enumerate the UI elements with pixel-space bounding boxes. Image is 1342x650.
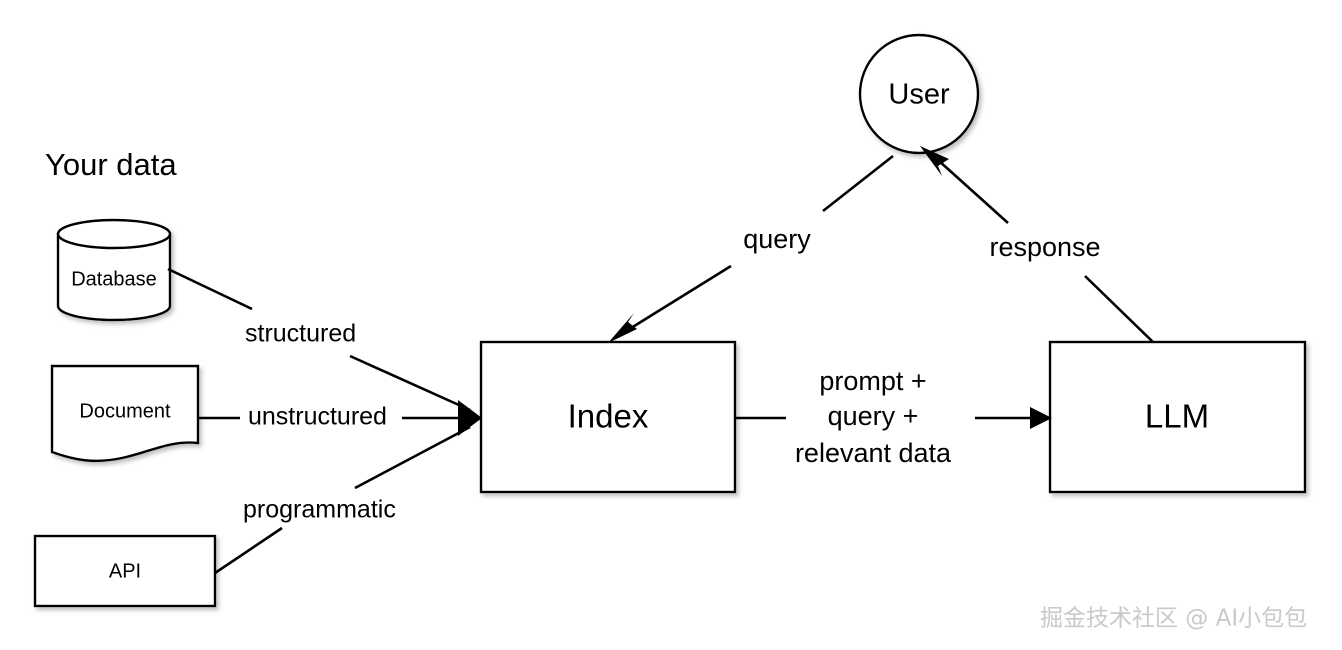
arrowhead-query-to-index <box>608 313 637 343</box>
node-user[interactable] <box>858 33 980 155</box>
edge-label-query: query <box>743 224 811 254</box>
arrowhead-payload-to-llm <box>1030 407 1052 429</box>
arrowhead-response-to-user <box>920 146 949 176</box>
index-rectangle <box>479 340 737 494</box>
node-database[interactable] <box>56 218 172 322</box>
payload-line-2: query + <box>828 401 919 431</box>
edge-api-to-label <box>214 526 283 575</box>
index-label: Index <box>568 398 649 435</box>
edge-label-unstructured: unstructured <box>248 403 387 431</box>
api-rectangle <box>33 534 217 608</box>
edge-llm-to-response-label <box>1084 275 1154 343</box>
edge-database-to-label <box>167 267 253 311</box>
edge-structured-to-index <box>349 354 471 412</box>
node-index[interactable] <box>479 340 737 494</box>
node-api[interactable] <box>33 534 217 608</box>
watermark: 掘金技术社区 @ AI小包包 <box>1040 606 1307 632</box>
page-title: Your data <box>45 147 177 182</box>
edge-label-structured: structured <box>245 320 356 348</box>
database-label: Database <box>71 268 157 290</box>
node-document[interactable] <box>50 364 200 463</box>
arrowhead-sources-to-index <box>458 400 482 436</box>
edge-label-response: response <box>989 232 1100 262</box>
llm-label: LLM <box>1145 398 1209 435</box>
database-cylinder-body <box>56 232 172 322</box>
api-label: API <box>109 560 141 582</box>
user-circle <box>858 33 980 155</box>
edge-programmatic-to-index <box>354 425 471 490</box>
document-label: Document <box>79 400 171 422</box>
database-cylinder-top <box>56 218 172 250</box>
edge-user-to-query-label <box>822 154 894 213</box>
document-wave-shape <box>50 364 200 463</box>
user-label: User <box>888 79 950 111</box>
edge-response-to-user <box>937 159 1009 224</box>
edge-label-programmatic: programmatic <box>243 496 396 524</box>
payload-line-3: relevant data <box>795 438 952 468</box>
payload-line-1: prompt + <box>819 366 926 396</box>
edge-query-to-index <box>622 264 732 335</box>
